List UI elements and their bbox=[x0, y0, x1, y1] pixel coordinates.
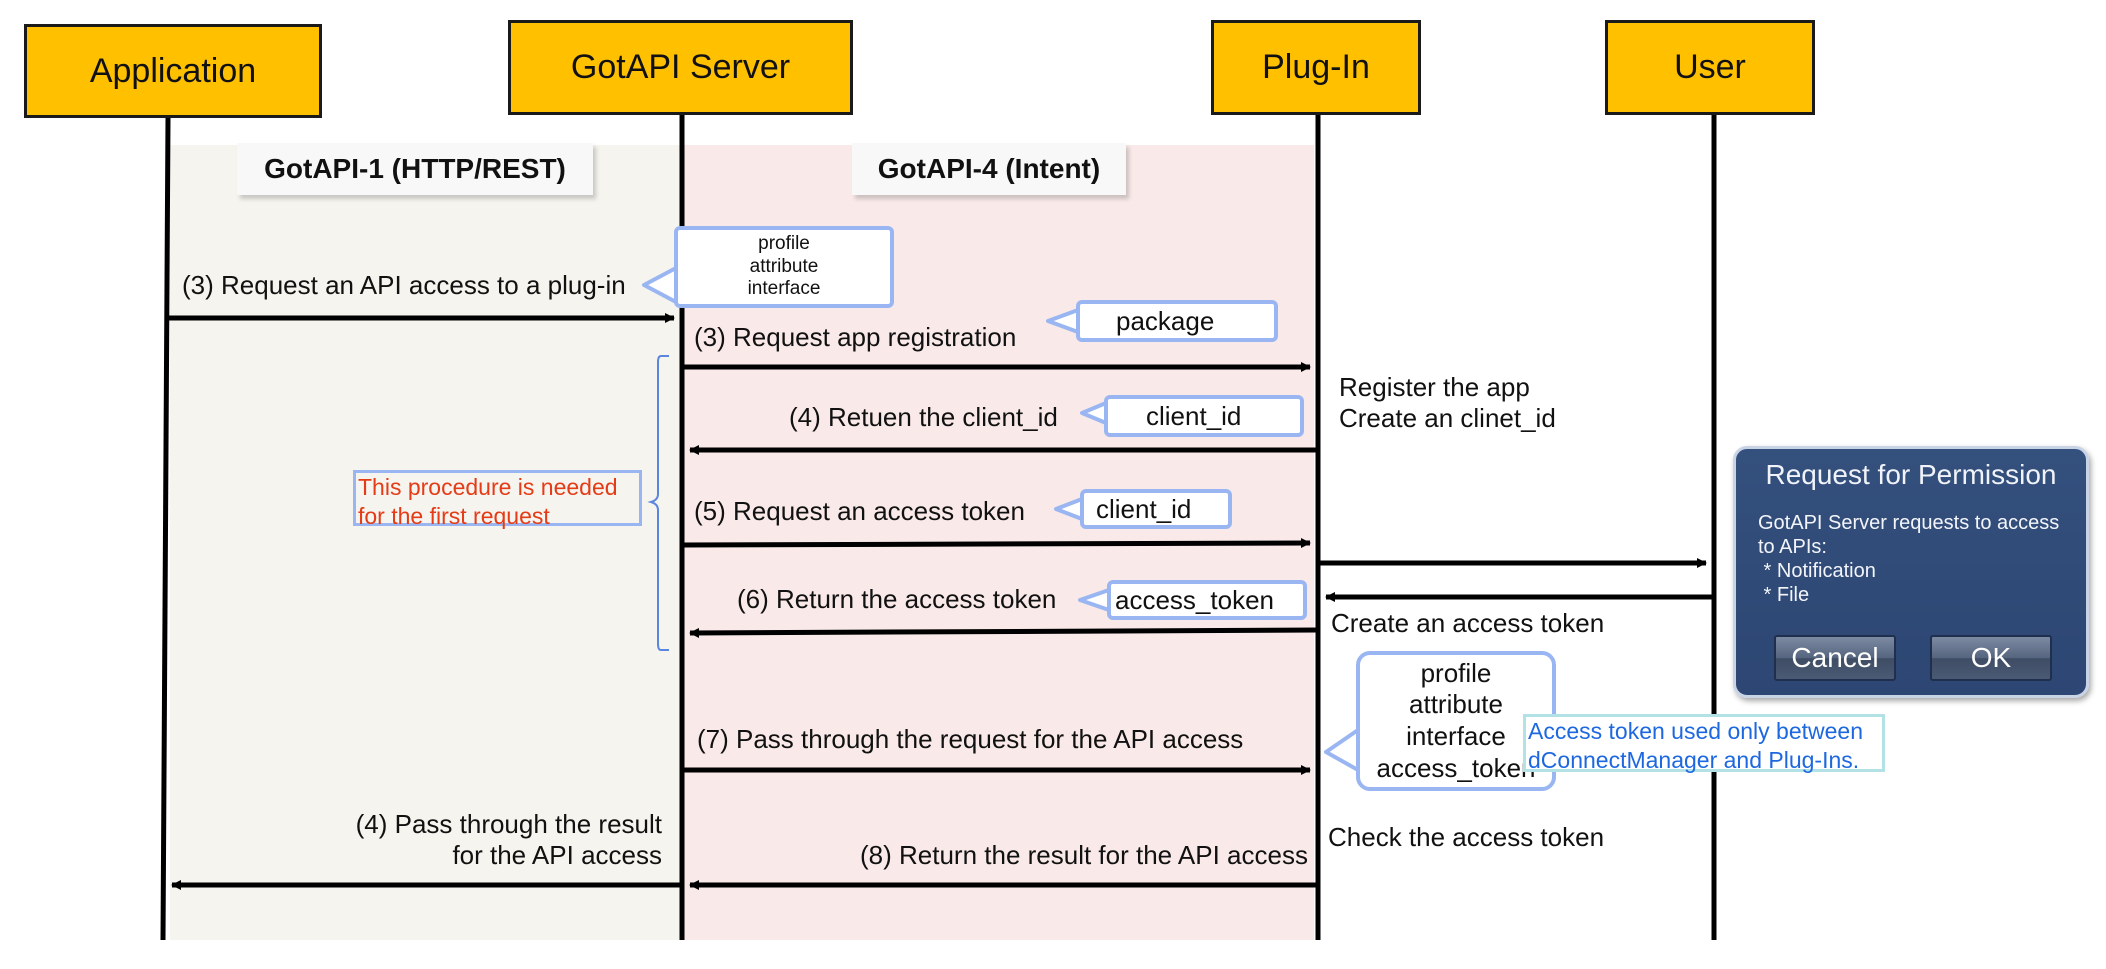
client-id-callout-1-text: client_id bbox=[1146, 400, 1242, 431]
ok-button-label: OK bbox=[1970, 642, 2012, 673]
permission-dialog-body: GotAPI Server requests to access to APIs… bbox=[1758, 511, 2059, 607]
params-callout-profile: profile bbox=[758, 232, 810, 254]
plugin-note-check-token: Check the access token bbox=[1328, 822, 1605, 852]
message-pass-through-result-line1: (4) Pass through the result bbox=[355, 809, 662, 839]
zone-gotapi1-label: GotAPI-1 (HTTP/REST) bbox=[237, 143, 593, 195]
actor-application: Application bbox=[24, 24, 322, 118]
params2-callout-pointer bbox=[1324, 728, 1360, 772]
client-id-callout-pointer-2 bbox=[1054, 497, 1083, 521]
first-request-brace bbox=[647, 355, 669, 651]
message-return-access-token: (6) Return the access token bbox=[737, 584, 1057, 614]
cancel-button[interactable]: Cancel bbox=[1774, 635, 1896, 681]
zone-gotapi4-label: GotAPI-4 (Intent) bbox=[852, 143, 1126, 195]
client-id-callout-2-text: client_id bbox=[1096, 493, 1192, 524]
actor-user-label: User bbox=[1674, 48, 1746, 86]
actor-application-label: Application bbox=[89, 51, 257, 90]
params-callout-pointer bbox=[642, 266, 677, 304]
token-scope-note: Access token used only between dConnectM… bbox=[1523, 714, 1885, 773]
first-request-note-line2: for the first request bbox=[358, 502, 550, 529]
access-token-callout-text: access_token bbox=[1115, 584, 1274, 615]
actor-plugin-label: Plug-In bbox=[1262, 48, 1370, 86]
params-callout-interface: interface bbox=[747, 278, 821, 300]
params-callout: profile attribute interface bbox=[674, 226, 894, 308]
message-return-result: (8) Return the result for the API access bbox=[860, 840, 1308, 870]
plugin-note-create-token: Create an access token bbox=[1331, 608, 1605, 638]
permission-dialog-item-notification: * Notification bbox=[1758, 560, 1876, 582]
arrow-return-access-token bbox=[689, 627, 1319, 638]
message-pass-through-request: (7) Pass through the request for the API… bbox=[697, 724, 1244, 754]
client-id-callout-2: client_id bbox=[1080, 489, 1232, 529]
package-callout-text: package bbox=[1116, 305, 1215, 336]
arrow-request-access-token bbox=[681, 538, 1311, 549]
actor-gotapi-server-label: GotAPI Server bbox=[570, 48, 791, 86]
message-return-client-id: (4) Retuen the client_id bbox=[789, 402, 1058, 432]
permission-dialog-body-line2: to APIs: bbox=[1758, 536, 1827, 558]
access-token-callout: access_token bbox=[1107, 580, 1307, 620]
message-request-app-registration: (3) Request app registration bbox=[694, 322, 1017, 352]
params2-callout-access-token: access_token bbox=[1376, 752, 1536, 783]
token-scope-note-line2: dConnectManager and Plug-Ins. bbox=[1528, 746, 1860, 773]
zone-gotapi1-title: GotAPI-1 (HTTP/REST) bbox=[264, 153, 566, 184]
plugin-note-register: Register the app Create an clinet_id bbox=[1339, 372, 1556, 434]
first-request-note: This procedure is needed for the first r… bbox=[353, 470, 642, 529]
message-request-access-token: (5) Request an access token bbox=[694, 496, 1025, 526]
params2-callout-interface: interface bbox=[1406, 721, 1506, 751]
permission-dialog: Request for Permission GotAPI Server req… bbox=[1733, 446, 2089, 698]
params2-callout-profile: profile bbox=[1420, 657, 1492, 688]
package-callout-pointer bbox=[1046, 308, 1079, 334]
plugin-note-register-line2: Create an clinet_id bbox=[1339, 403, 1556, 434]
params2-callout: profile attribute interface access_token bbox=[1356, 651, 1556, 791]
lifeline-application bbox=[160, 117, 171, 941]
actor-plugin: Plug-In bbox=[1211, 20, 1421, 115]
token-scope-note-line1: Access token used only between bbox=[1528, 718, 1863, 744]
zone-gotapi1-background bbox=[170, 145, 682, 940]
access-token-callout-pointer bbox=[1078, 588, 1110, 612]
actor-gotapi-server: GotAPI Server bbox=[508, 20, 853, 115]
params2-callout-attribute: attribute bbox=[1409, 689, 1503, 720]
message-request-api-access: (3) Request an API access to a plug-in bbox=[182, 270, 626, 300]
client-id-callout-1: client_id bbox=[1104, 395, 1304, 437]
first-request-note-line1: This procedure is needed bbox=[358, 474, 618, 500]
permission-dialog-item-file: * File bbox=[1758, 584, 1810, 606]
message-pass-through-result: (4) Pass through the result for the API … bbox=[300, 809, 662, 871]
ok-button[interactable]: OK bbox=[1930, 635, 2052, 681]
permission-dialog-title: Request for Permission bbox=[1765, 459, 2057, 490]
message-pass-through-result-line2: for the API access bbox=[452, 840, 662, 871]
params-callout-attribute: attribute bbox=[749, 255, 819, 277]
actor-user: User bbox=[1605, 20, 1815, 115]
cancel-button-label: Cancel bbox=[1791, 642, 1879, 673]
package-callout: package bbox=[1076, 300, 1278, 342]
zone-gotapi4-title: GotAPI-4 (Intent) bbox=[877, 153, 1101, 184]
plugin-note-register-line1: Register the app bbox=[1339, 372, 1530, 402]
client-id-callout-pointer-1 bbox=[1080, 401, 1107, 425]
permission-dialog-body-line1: GotAPI Server requests to access bbox=[1758, 512, 2060, 534]
